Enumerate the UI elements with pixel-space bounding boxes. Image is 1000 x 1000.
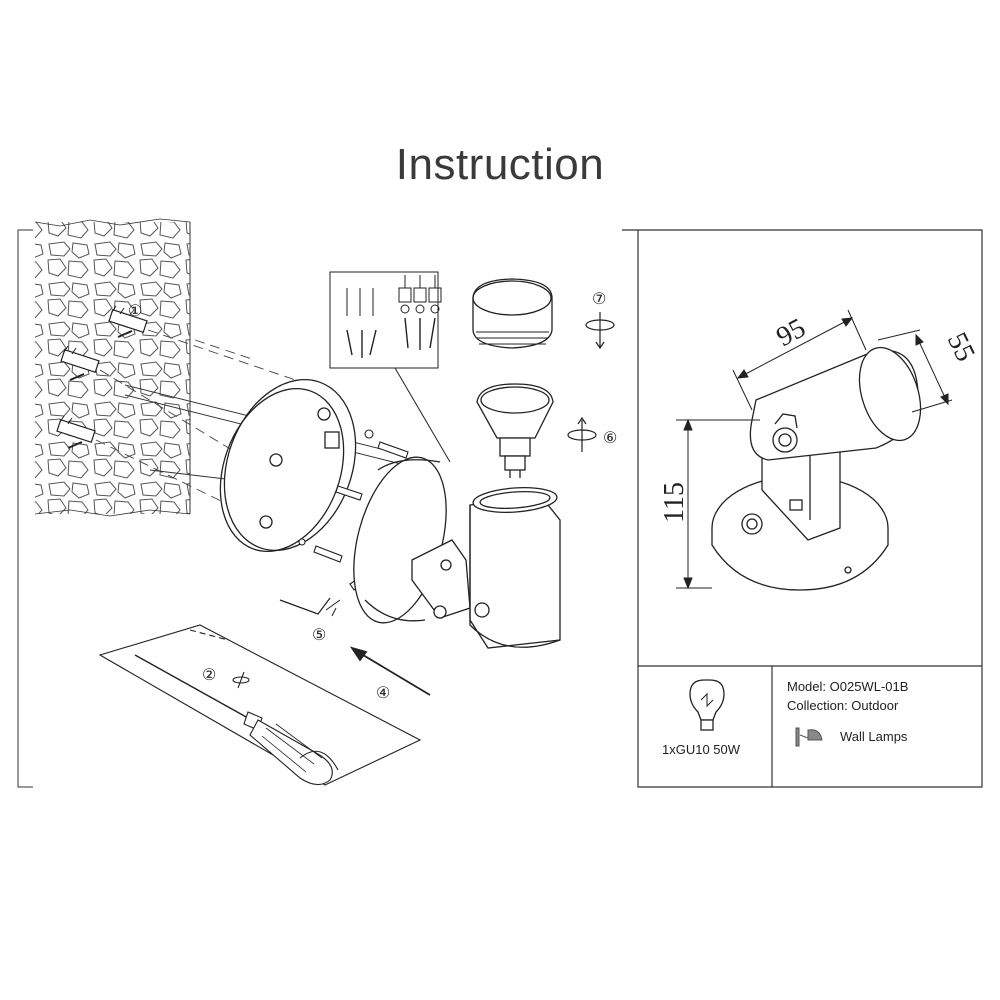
push-arrow <box>349 646 431 696</box>
screws <box>298 429 409 591</box>
bulb-spec: 1xGU10 50W <box>662 742 741 757</box>
product-type: Wall Lamps <box>840 729 908 744</box>
dim-depth: 55 <box>941 328 981 367</box>
mounting-plate <box>219 378 357 553</box>
collection-name: Collection: Outdoor <box>787 698 899 713</box>
hex-key-icon <box>279 597 341 617</box>
lamp-body <box>353 456 561 649</box>
dim-length: 95 <box>771 312 810 353</box>
dimension-lines <box>676 309 953 590</box>
step2-rotate-icon <box>232 671 250 689</box>
spec-panel-frame <box>622 229 983 788</box>
step-1: ① <box>128 303 142 320</box>
step-5: ⑤ <box>312 627 326 644</box>
wall-plugs <box>56 305 148 449</box>
stone-wall <box>34 218 191 517</box>
step-4: ④ <box>376 685 390 702</box>
wall-lamp-icon <box>795 727 823 747</box>
model-number: Model: O025WL-01B <box>787 679 909 694</box>
dimension-lamp <box>711 346 922 591</box>
bulb-icon <box>689 679 725 731</box>
step-2: ② <box>202 667 216 684</box>
dim-height: 115 <box>659 482 690 523</box>
gu10-bulb <box>476 383 554 478</box>
page-title: Instruction <box>395 140 605 189</box>
step-7: ⑦ <box>592 291 606 308</box>
step-6: ⑥ <box>603 430 617 447</box>
screwdriver-icon <box>98 624 422 786</box>
step-numbers: ① ② ④ ⑤ ⑥ ⑦ <box>128 291 617 702</box>
wiring-inset <box>329 271 451 463</box>
rotate-icon <box>567 312 615 452</box>
glass-lens <box>472 278 553 349</box>
left-frame <box>17 229 33 788</box>
